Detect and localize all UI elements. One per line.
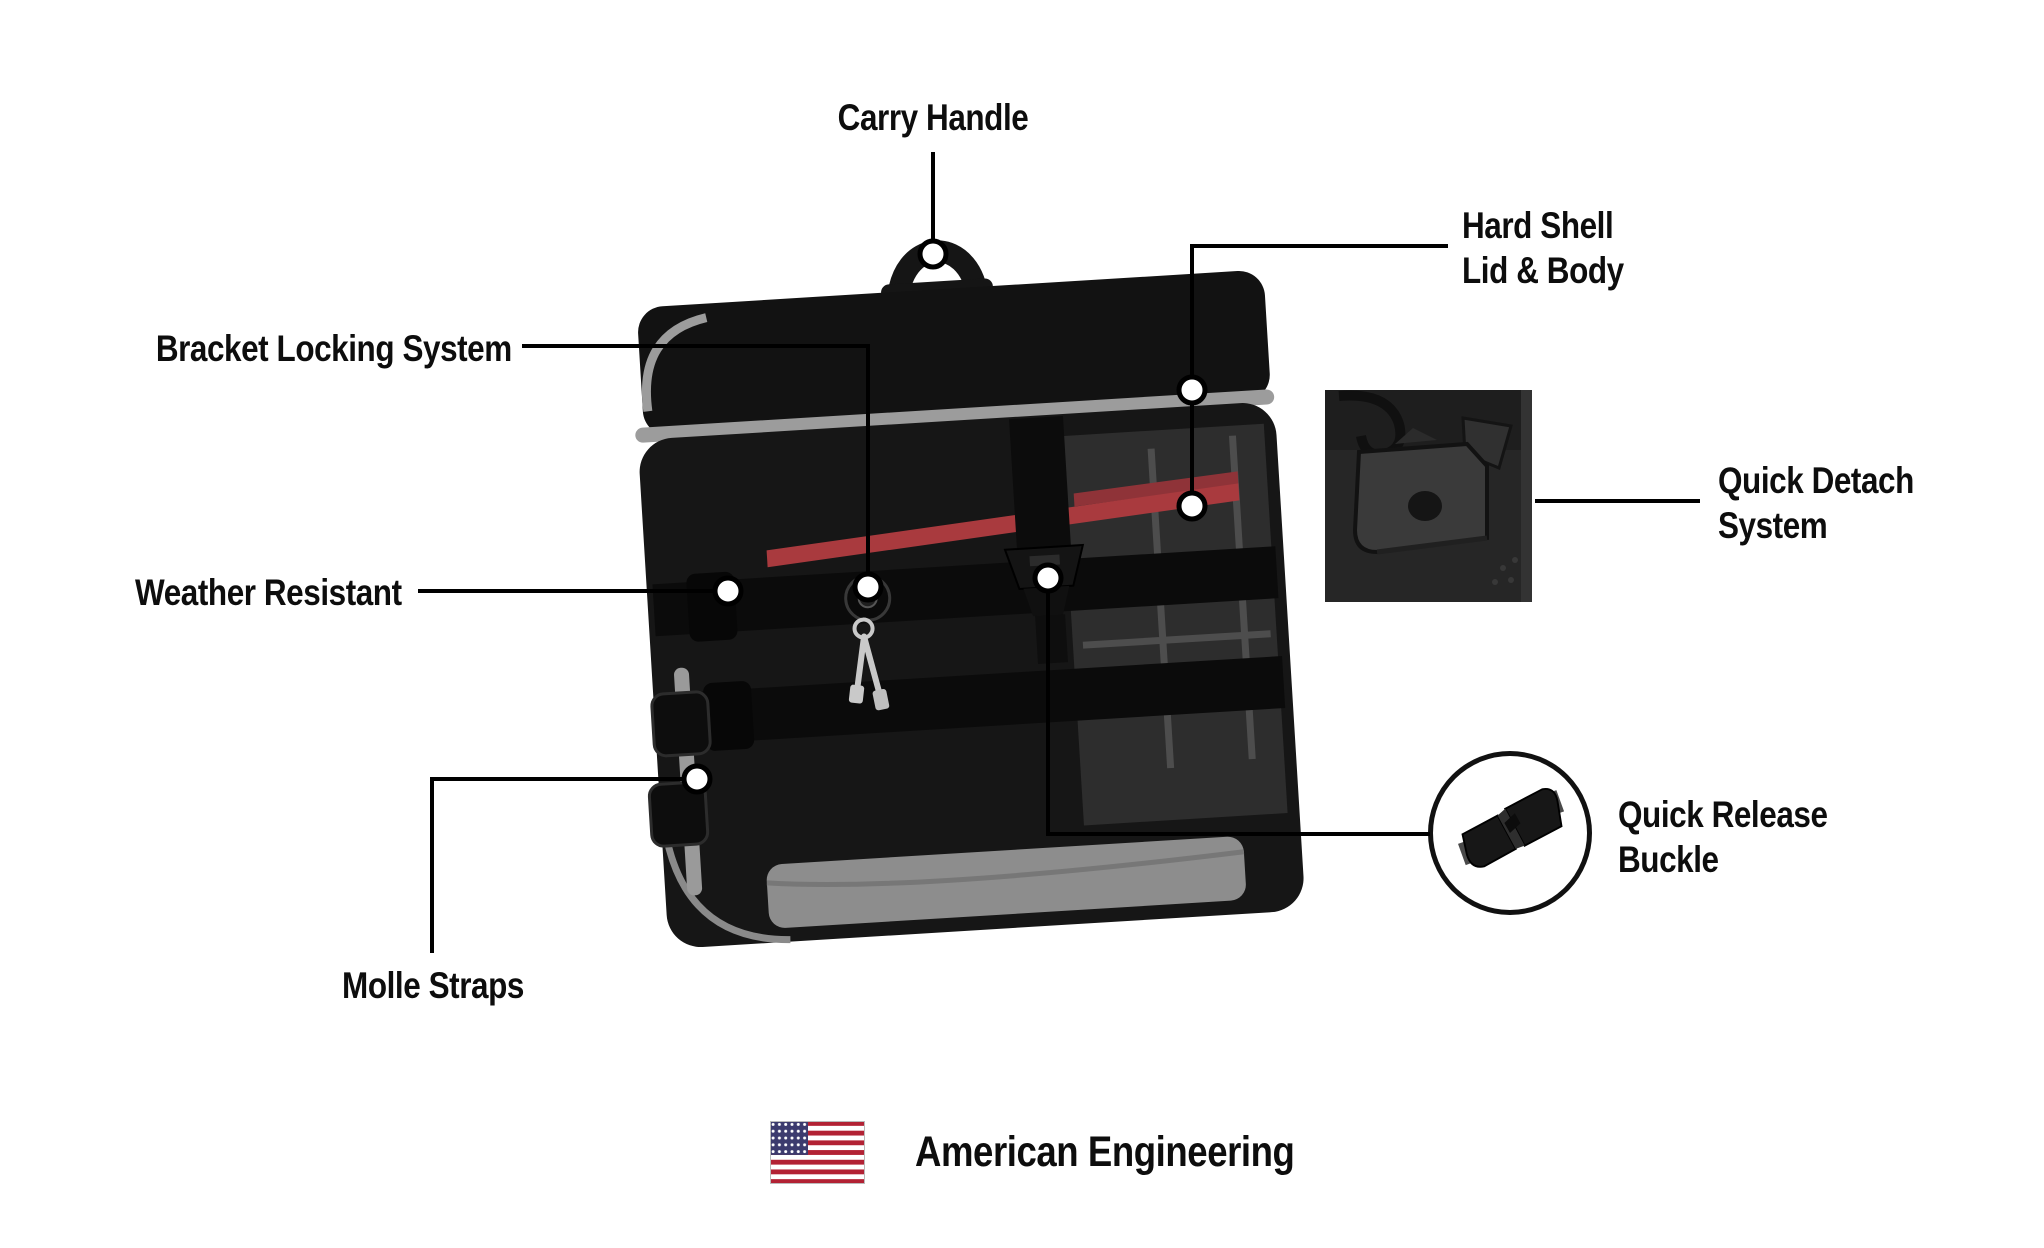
upper-strap-loop	[686, 571, 738, 642]
bottom-trim	[658, 798, 791, 944]
quick-detach-label: Quick Detach System	[1718, 458, 1914, 548]
key-tip-2	[872, 688, 890, 711]
lid-trim-corner	[642, 313, 708, 412]
hard-shell-label: Hard Shell Lid & Body	[1462, 203, 1624, 293]
interior-bottom	[766, 836, 1246, 928]
weather-resistant-callout-dot	[712, 575, 744, 607]
lower-strap-loop	[703, 681, 755, 751]
quick-detach-bracket-graphic	[1325, 390, 1532, 602]
keys	[854, 633, 883, 697]
hard-shell-body-callout-dot	[1176, 490, 1208, 522]
bracket-lock-keyhole	[857, 588, 878, 609]
interior-bottom-seam	[766, 849, 1245, 888]
molle-straps-label: Molle Straps	[342, 963, 524, 1008]
red-shelf-top	[1073, 471, 1239, 507]
footer-text: American Engineering	[915, 1124, 1295, 1180]
footer-text-label: American Engineering	[915, 1128, 1295, 1176]
quick-detach-label-line1: Quick Detach	[1718, 460, 1914, 501]
molle-straps-callout-dot	[681, 763, 713, 795]
saddlebag-illustration	[635, 240, 1304, 948]
hard-shell-lid-callout-dot	[1176, 374, 1208, 406]
carry-handle-label-text: Carry Handle	[837, 97, 1029, 138]
bag-body	[639, 403, 1304, 948]
red-shelf-edge	[766, 483, 1240, 568]
quick-release-callout-line	[1046, 591, 1430, 836]
quick-release-label-line2: Buckle	[1618, 839, 1719, 880]
carry-handle-label: Carry Handle	[838, 95, 1029, 140]
handle-base	[881, 278, 994, 309]
bracket-locking-callout-line	[522, 344, 870, 573]
molle-straps-label-text: Molle Straps	[342, 965, 524, 1006]
side-binding	[674, 667, 703, 896]
bracket-locking-label: Bracket Locking System	[156, 326, 512, 371]
quick-release-label-line1: Quick Release	[1618, 794, 1828, 835]
weather-resistant-label-text: Weather Resistant	[135, 572, 402, 613]
carry-handle	[886, 240, 989, 315]
molle-straps-callout-line	[430, 777, 683, 953]
us-flag-icon	[770, 1121, 865, 1184]
molle-loop	[650, 690, 712, 758]
upper-strap	[652, 546, 1279, 637]
hard-shell-label-line1: Hard Shell	[1462, 205, 1614, 246]
bracket-locking-callout-dot	[852, 571, 884, 603]
quick-detach-label-line2: System	[1718, 505, 1828, 546]
strap-buckle-lower	[1023, 585, 1070, 617]
molle-loop	[647, 780, 710, 848]
strap-tail	[1035, 614, 1068, 664]
carry-handle-callout-dot	[917, 238, 949, 270]
lower-strap	[669, 656, 1286, 746]
quick-detach-inset-photo	[1325, 390, 1532, 602]
strap-buckle-slot	[1029, 554, 1060, 567]
interior-panel	[1060, 423, 1288, 826]
hard-shell-label-line2: Lid & Body	[1462, 250, 1624, 291]
quick-release-label: Quick Release Buckle	[1618, 792, 1828, 882]
strap-buckle	[1003, 543, 1085, 591]
interior-frame	[1082, 435, 1271, 769]
key-ring	[852, 617, 875, 640]
hard-shell-lid	[638, 271, 1270, 437]
bracket-locking-label-text: Bracket Locking System	[156, 328, 512, 369]
quick-release-callout-dot	[1032, 562, 1064, 594]
center-strap	[1009, 415, 1071, 552]
weather-resistant-label: Weather Resistant	[135, 570, 402, 615]
bracket-lock	[844, 574, 892, 622]
buckle-icon	[1458, 788, 1565, 868]
lid-trim	[635, 389, 1275, 443]
key-tip-1	[848, 684, 865, 704]
quick-release-buckle-inset	[1428, 751, 1592, 915]
